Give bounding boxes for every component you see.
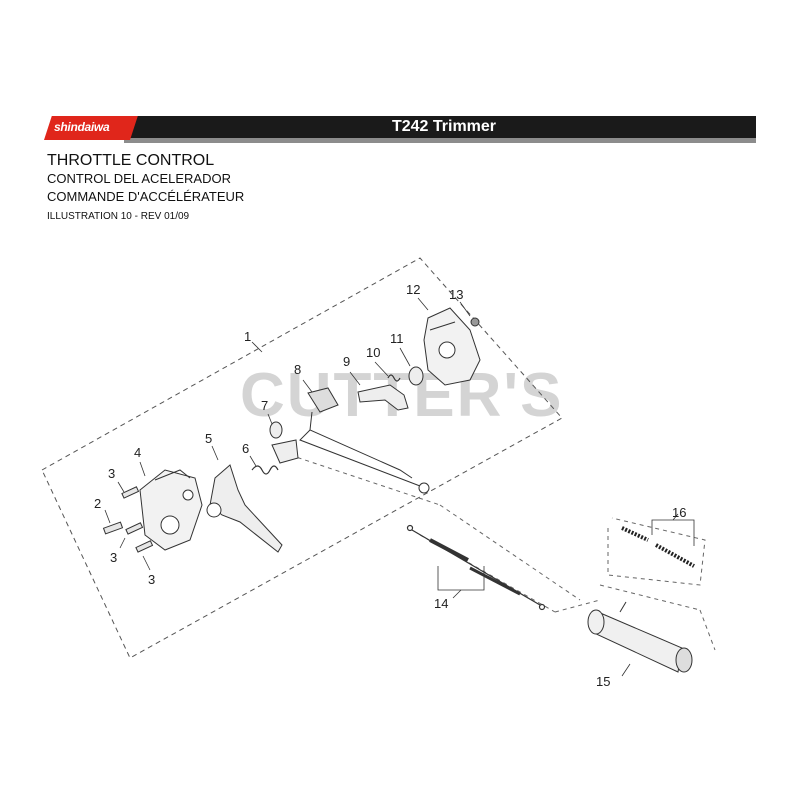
callout-16: 16: [672, 505, 686, 520]
callout-6: 6: [242, 441, 249, 456]
callout-2: 2: [94, 496, 101, 511]
page-header: shindaiwa T242 Trimmer: [44, 116, 756, 143]
leader-lines: [104, 297, 695, 677]
throttle-cable: [406, 524, 546, 611]
grip-part: [587, 601, 693, 673]
cover-part: [423, 307, 481, 386]
switch-part: [357, 384, 409, 411]
header-stripe: [124, 138, 756, 143]
small-spring-part: [387, 374, 401, 382]
spring-part: [251, 465, 279, 475]
title-french: COMMANDE D'ACCÉLÉRATEUR: [47, 189, 245, 204]
callout-14: 14: [434, 596, 448, 611]
callout-13: 13: [449, 287, 463, 302]
callout-11: 11: [390, 331, 404, 346]
callout-4: 4: [134, 445, 141, 460]
callout-10: 10: [366, 345, 380, 360]
button-part: [408, 366, 424, 386]
callout-8: 8: [294, 362, 301, 377]
brand-logo-text: shindaiwa: [54, 120, 110, 134]
screws: [102, 486, 154, 553]
callout-7: 7: [261, 398, 268, 413]
nut-part: [470, 317, 480, 327]
callout-12: 12: [406, 282, 420, 297]
trigger-part: [206, 464, 283, 553]
callout-3-bottom: 3: [148, 572, 155, 587]
bushing-part: [269, 421, 299, 464]
callout-5: 5: [205, 431, 212, 446]
assembly-boundary: [41, 257, 563, 659]
guide-lines: [289, 454, 716, 651]
title-english: THROTTLE CONTROL: [47, 152, 215, 169]
housing-part: [139, 469, 203, 551]
callout-3-top: 3: [108, 466, 115, 481]
illustration-label: ILLUSTRATION 10 - REV 01/09: [47, 211, 190, 222]
callout-1: 1: [244, 329, 251, 344]
title-spanish: CONTROL DEL ACELERADOR: [47, 171, 231, 186]
lockout-part: [299, 387, 430, 494]
callout-15: 15: [596, 674, 610, 689]
threaded-rod: [621, 526, 695, 568]
diagram-titles: THROTTLE CONTROL CONTROL DEL ACELERADOR …: [47, 151, 244, 225]
header-bar: [124, 116, 756, 140]
callout-9: 9: [343, 354, 350, 369]
model-title: T242 Trimmer: [391, 118, 497, 135]
callout-3-left: 3: [110, 550, 117, 565]
